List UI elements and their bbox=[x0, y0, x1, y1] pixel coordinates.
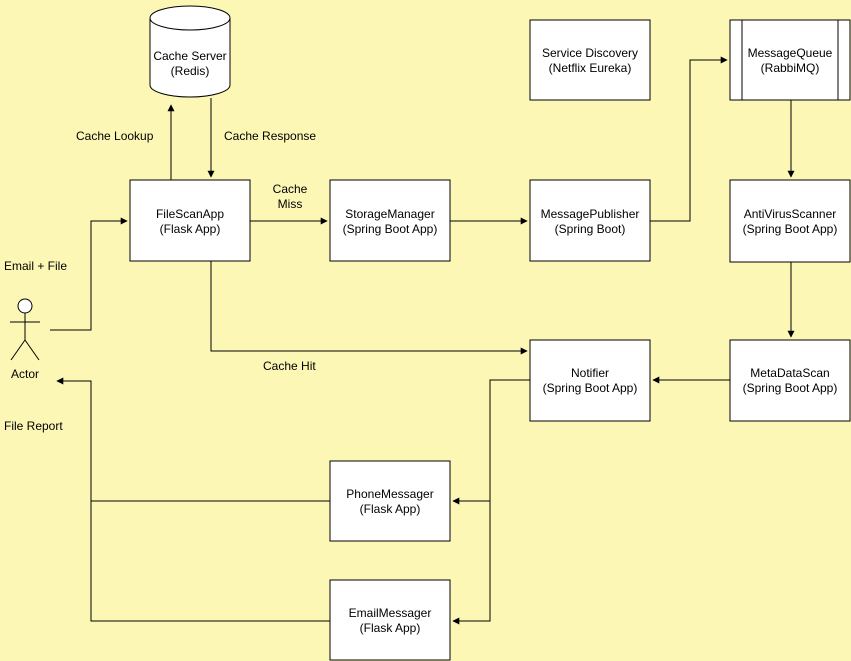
filescanapp-type: (Flask App) bbox=[160, 222, 221, 236]
cache-server-type: (Redis) bbox=[171, 64, 210, 78]
edge-notifier-to-email bbox=[452, 501, 491, 625]
phonemessager-name: PhoneMessager bbox=[346, 487, 433, 501]
filescanapp-name: FileScanApp bbox=[156, 207, 224, 221]
messagepublisher-type: (Spring Boot) bbox=[555, 222, 626, 236]
node-messagepublisher: MessagePublisher (Spring Boot) bbox=[529, 179, 651, 262]
label-cache-hit: Cache Hit bbox=[263, 359, 316, 373]
edge-cache-hit bbox=[210, 261, 528, 355]
emailmessager-type: (Flask App) bbox=[360, 621, 421, 635]
antivirusscanner-type: (Spring Boot App) bbox=[743, 222, 838, 236]
phonemessager-type: (Flask App) bbox=[360, 502, 421, 516]
metadatascan-name: MetaDataScan bbox=[750, 366, 829, 380]
node-filescanapp: FileScanApp (Flask App) bbox=[129, 179, 251, 262]
storagemanager-name: StorageManager bbox=[345, 207, 434, 221]
service-discovery-name: Service Discovery bbox=[542, 46, 638, 60]
actor-icon bbox=[10, 298, 40, 361]
node-notifier: Notifier (Spring Boot App) bbox=[529, 339, 651, 422]
label-cache-miss-line2: Miss bbox=[278, 197, 303, 211]
label-file-report: File Report bbox=[4, 419, 63, 433]
messagepublisher-name: MessagePublisher bbox=[541, 207, 640, 221]
node-actor: Actor bbox=[10, 298, 40, 381]
edge-email-to-actor bbox=[56, 377, 330, 622]
actor-label: Actor bbox=[11, 367, 39, 381]
edge-publisher-to-queue bbox=[650, 56, 728, 222]
label-cache-miss-line1: Cache bbox=[273, 182, 308, 196]
emailmessager-name: EmailMessager bbox=[349, 606, 432, 620]
edge-notifier-to-phone bbox=[452, 379, 530, 505]
metadatascan-type: (Spring Boot App) bbox=[743, 381, 838, 395]
notifier-type: (Spring Boot App) bbox=[543, 381, 638, 395]
label-cache-response: Cache Response bbox=[224, 129, 316, 143]
storagemanager-type: (Spring Boot App) bbox=[343, 222, 438, 236]
cache-server-name: Cache Server bbox=[153, 49, 226, 63]
node-antivirusscanner: AntiVirusScanner (Spring Boot App) bbox=[729, 179, 851, 263]
service-discovery-type: (Netflix Eureka) bbox=[549, 61, 632, 75]
node-phonemessager: PhoneMessager (Flask App) bbox=[329, 460, 451, 542]
node-storagemanager: StorageManager (Spring Boot App) bbox=[329, 179, 451, 262]
node-cache-server: Cache Server (Redis) bbox=[149, 5, 231, 98]
messagequeue-name: MessageQueue bbox=[748, 46, 833, 60]
node-service-discovery: Service Discovery (Netflix Eureka) bbox=[529, 19, 651, 101]
node-messagequeue: MessageQueue (RabbiMQ) bbox=[729, 19, 851, 101]
label-email-file: Email + File bbox=[4, 259, 67, 273]
messagequeue-type: (RabbiMQ) bbox=[761, 61, 820, 75]
antivirusscanner-name: AntiVirusScanner bbox=[744, 207, 837, 221]
label-cache-lookup: Cache Lookup bbox=[76, 129, 154, 143]
node-emailmessager: EmailMessager (Flask App) bbox=[329, 579, 451, 661]
notifier-name: Notifier bbox=[571, 366, 609, 380]
node-metadatascan: MetaDataScan (Spring Boot App) bbox=[729, 339, 851, 422]
edge-actor-to-filescan bbox=[50, 217, 128, 331]
